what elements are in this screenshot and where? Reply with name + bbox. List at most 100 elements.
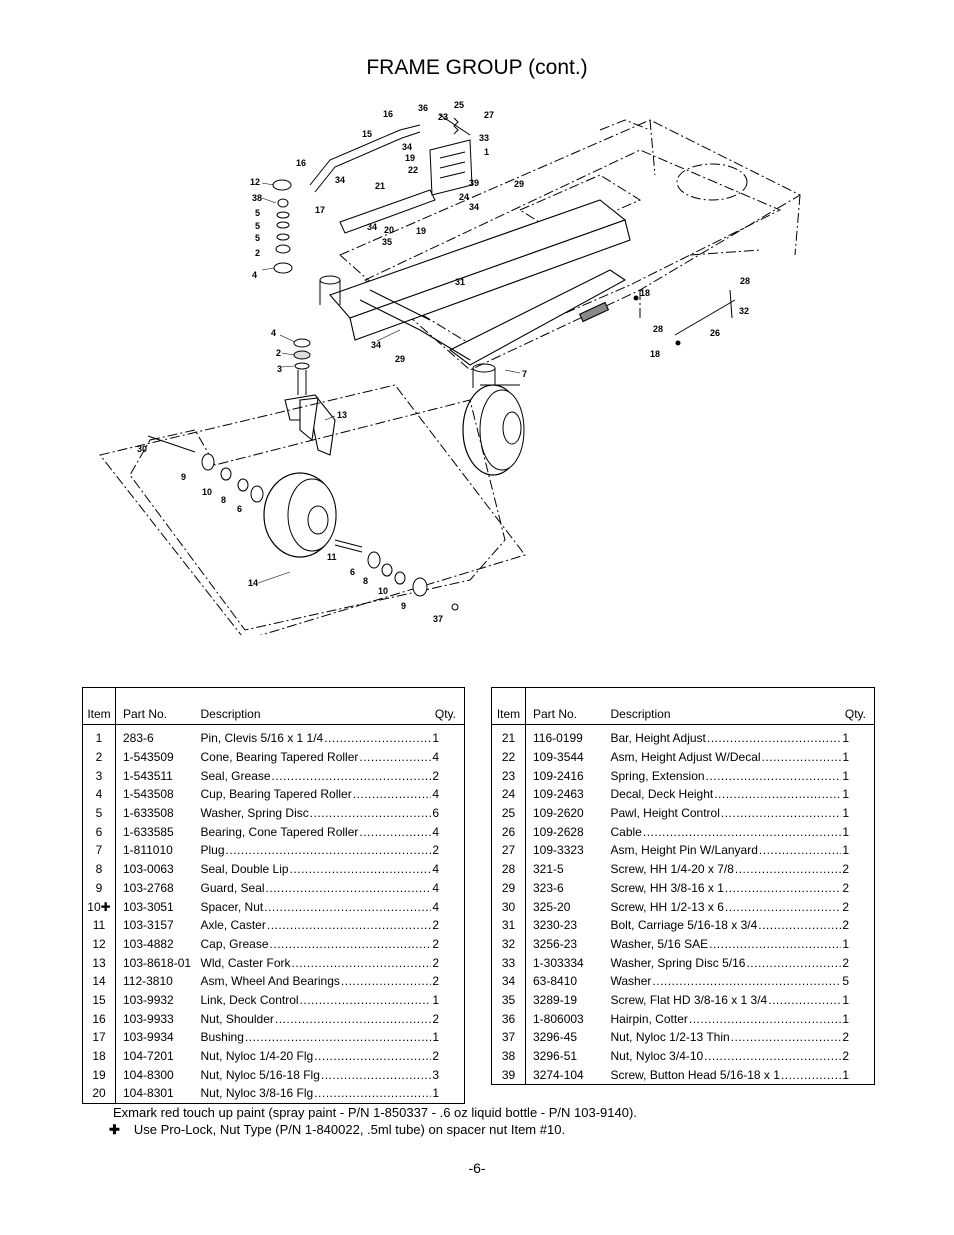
- dot-leader: [652, 972, 841, 990]
- header-description: Description Qty.: [611, 688, 875, 725]
- description-cell: Cap, Grease2: [201, 935, 465, 954]
- quantity: 1: [842, 750, 849, 765]
- dot-leader: [272, 767, 432, 785]
- part-number: 3256-23: [533, 936, 578, 951]
- quantity: 2: [432, 1011, 439, 1026]
- callout: 22: [408, 165, 418, 175]
- caster-wheel-outline: [99, 384, 526, 635]
- description: Decal, Deck Height: [610, 787, 714, 802]
- quantity: 4: [432, 787, 439, 802]
- callout: 8: [363, 576, 368, 586]
- table-row: 71-811010Plug2: [82, 841, 465, 860]
- part-number: 109-2620: [533, 806, 584, 821]
- callout: 26: [710, 328, 720, 338]
- callout: 39: [469, 178, 479, 188]
- item-number: 16: [82, 1009, 116, 1028]
- callout: 34: [469, 202, 479, 212]
- description-cell: Decal, Deck Height1: [611, 785, 875, 804]
- part-number: 104-7201: [123, 1049, 174, 1064]
- description: Pin, Clevis 5/16 x 1 1/4: [200, 731, 324, 746]
- part-number: 109-2463: [533, 787, 584, 802]
- item-number: 11: [82, 915, 116, 935]
- callout: 9: [401, 601, 406, 611]
- dot-leader: [762, 748, 842, 766]
- dot-leader: [725, 879, 841, 897]
- callout: 31: [455, 277, 465, 287]
- description-cell: Hairpin, Cotter1: [611, 1009, 875, 1028]
- caster-tube: [319, 275, 496, 388]
- quantity: 2: [432, 843, 439, 858]
- part-number: 1-633585: [123, 824, 174, 839]
- callout: 13: [337, 410, 347, 420]
- callout: 12: [250, 177, 260, 187]
- description: Washer, 5/16 SAE: [610, 936, 709, 951]
- item-number: 20: [82, 1084, 116, 1104]
- dot-leader: [704, 1047, 841, 1065]
- callout: 28: [653, 324, 663, 334]
- dot-leader: [714, 785, 841, 803]
- header-part-no: Part No.: [123, 707, 168, 721]
- part-number: 3230-23: [533, 918, 578, 933]
- description-cell: Plug 2: [201, 841, 465, 860]
- item-number: 9: [82, 878, 116, 898]
- description: Plug: [200, 843, 225, 858]
- callout: 34: [367, 222, 377, 232]
- note-prolock-text: Use Pro-Lock, Nut Type (P/N 1-840022, .5…: [133, 1122, 566, 1137]
- description: Seal, Double Lip: [200, 862, 289, 877]
- description: Screw, HH 1/4-20 x 7/8: [610, 862, 734, 877]
- description: Wld, Caster Fork: [200, 955, 291, 970]
- callout: 34: [371, 340, 381, 350]
- quantity: 1: [432, 1086, 439, 1101]
- plus-icon: ✚: [109, 1122, 120, 1137]
- table-header-row: Item Part No. Description Qty.: [491, 687, 875, 725]
- description-cell: Seal, Double Lip4: [201, 860, 465, 879]
- description-cell: Axle, Caster2: [201, 916, 465, 935]
- quantity: 1: [842, 806, 849, 821]
- description-cell: Asm, Wheel And Bearings2: [201, 972, 465, 991]
- quantity: 2: [842, 918, 849, 933]
- description-cell: Asm, Height Adjust W/Decal1: [611, 748, 875, 767]
- description: Screw, Button Head 5/16-18 x 1: [610, 1067, 780, 1082]
- header-qty: Qty.: [844, 707, 866, 721]
- header-part-no: Part No.: [533, 707, 578, 721]
- header-item: Item: [82, 687, 116, 725]
- item-number: 21: [491, 724, 526, 748]
- item-number: 15: [82, 990, 116, 1010]
- callout: 24: [459, 192, 469, 202]
- item-number: 25: [491, 803, 526, 823]
- dot-leader: [721, 804, 841, 822]
- quantity: 6: [432, 806, 439, 821]
- part-number: 104-8300: [123, 1067, 174, 1082]
- description: Hairpin, Cotter: [610, 1011, 688, 1026]
- header-description-label: Description: [200, 707, 261, 721]
- item-number: 18: [82, 1046, 116, 1066]
- rear-wheel: [462, 384, 525, 476]
- dot-leader: [314, 1047, 431, 1065]
- notes: Exmark red touch up paint (spray paint -…: [109, 1104, 637, 1138]
- part-number: 1-633508: [123, 806, 174, 821]
- callout: 7: [522, 369, 527, 379]
- callout: 33: [479, 133, 489, 143]
- callout: 32: [739, 306, 749, 316]
- description: Nut, Nyloc 1/2-13 Thin: [610, 1030, 730, 1045]
- description: Nut, Nyloc 3/8-16 Flg: [200, 1086, 314, 1101]
- description: Axle, Caster: [200, 918, 266, 933]
- description: Bolt, Carriage 5/16-18 x 3/4: [610, 918, 758, 933]
- quantity: 1: [842, 768, 849, 783]
- description-cell: Washer, Spring Disc6: [201, 804, 465, 823]
- description: Link, Deck Control: [200, 992, 299, 1007]
- quantity: 2: [432, 955, 439, 970]
- part-number: 103-2768: [123, 880, 174, 895]
- callout: 36: [418, 103, 428, 113]
